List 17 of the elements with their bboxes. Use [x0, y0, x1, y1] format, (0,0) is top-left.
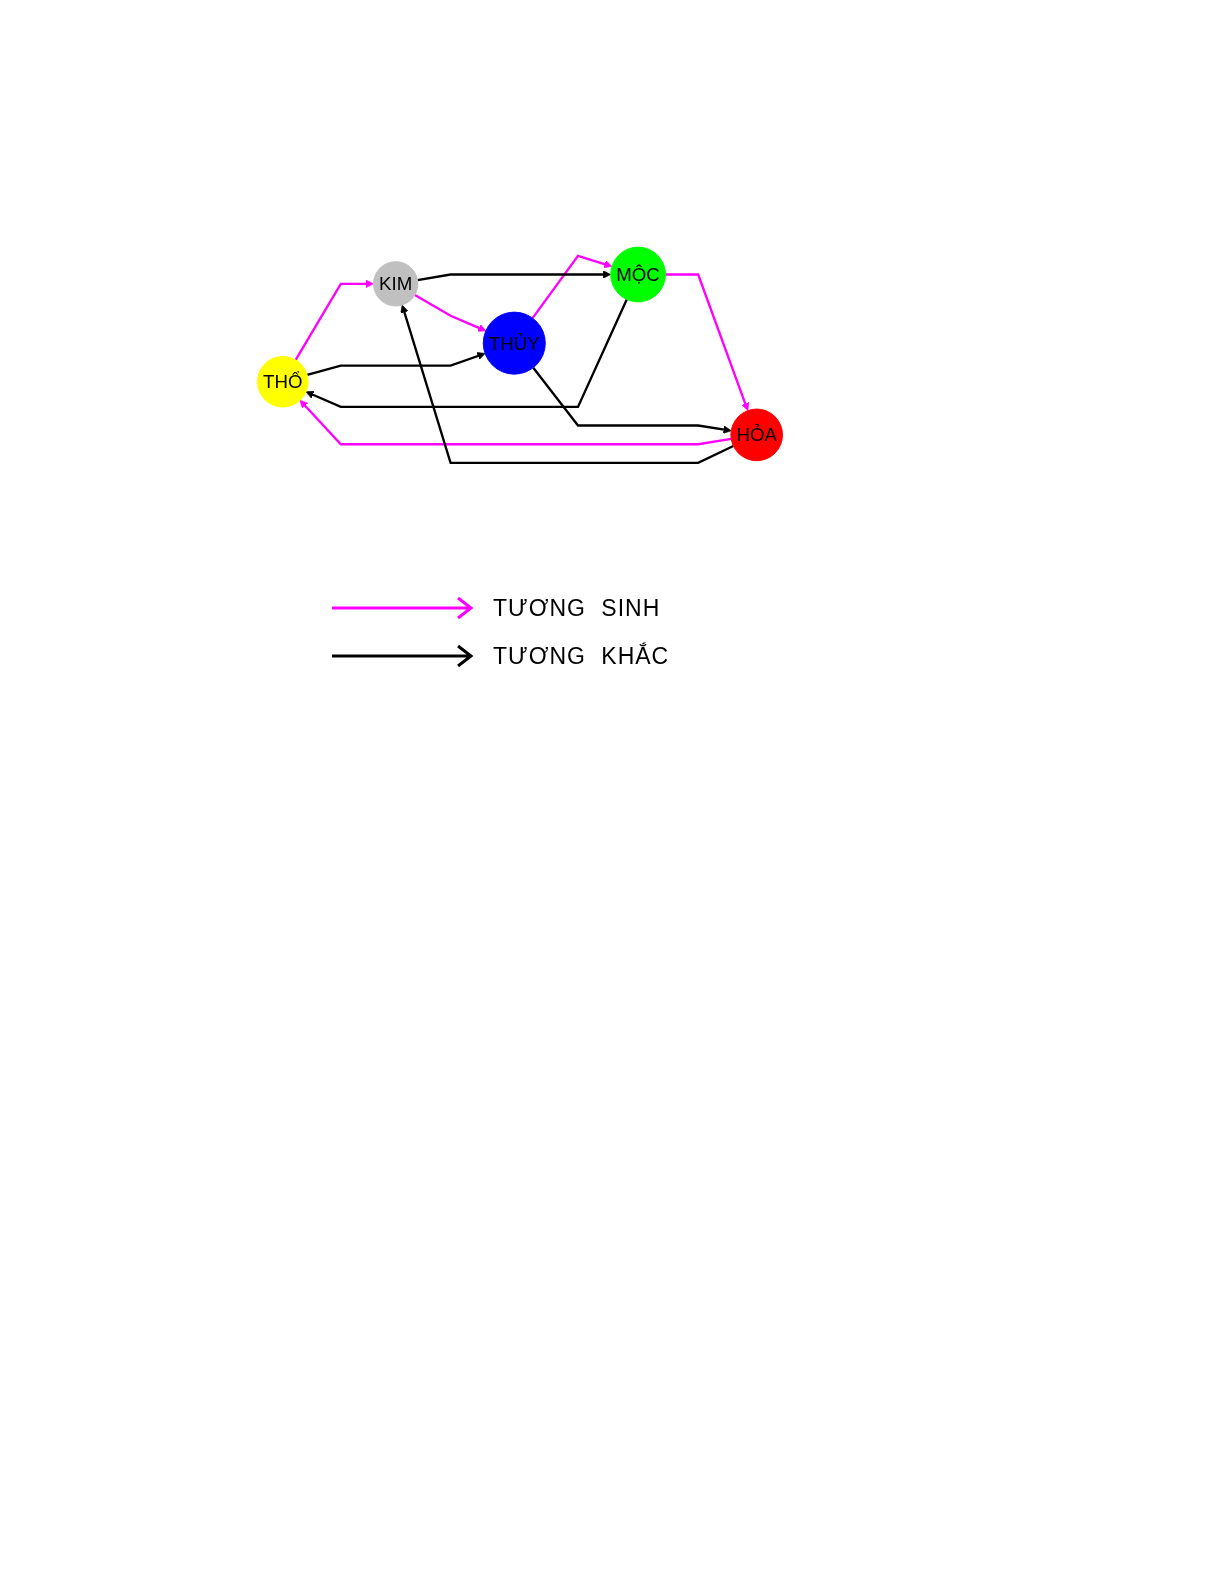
arrow [665, 273, 750, 411]
arrow [299, 399, 732, 446]
arrow [306, 352, 486, 377]
node-circle: THỦY [482, 311, 546, 375]
node-circle: KIM [373, 261, 419, 307]
arrow [532, 366, 732, 434]
arrow [417, 270, 612, 282]
arrow [400, 304, 734, 465]
legend-text: TƯƠNG SINH [493, 594, 661, 622]
arrow [414, 294, 487, 332]
legend-text: TƯƠNG KHẮC [493, 642, 670, 670]
arrow [305, 298, 628, 409]
node-circle: HỎA [730, 408, 783, 462]
arrow [531, 254, 613, 319]
node-circle: THỔ [257, 355, 309, 408]
arrow [294, 279, 374, 361]
node-circle: MỘC [610, 246, 666, 303]
